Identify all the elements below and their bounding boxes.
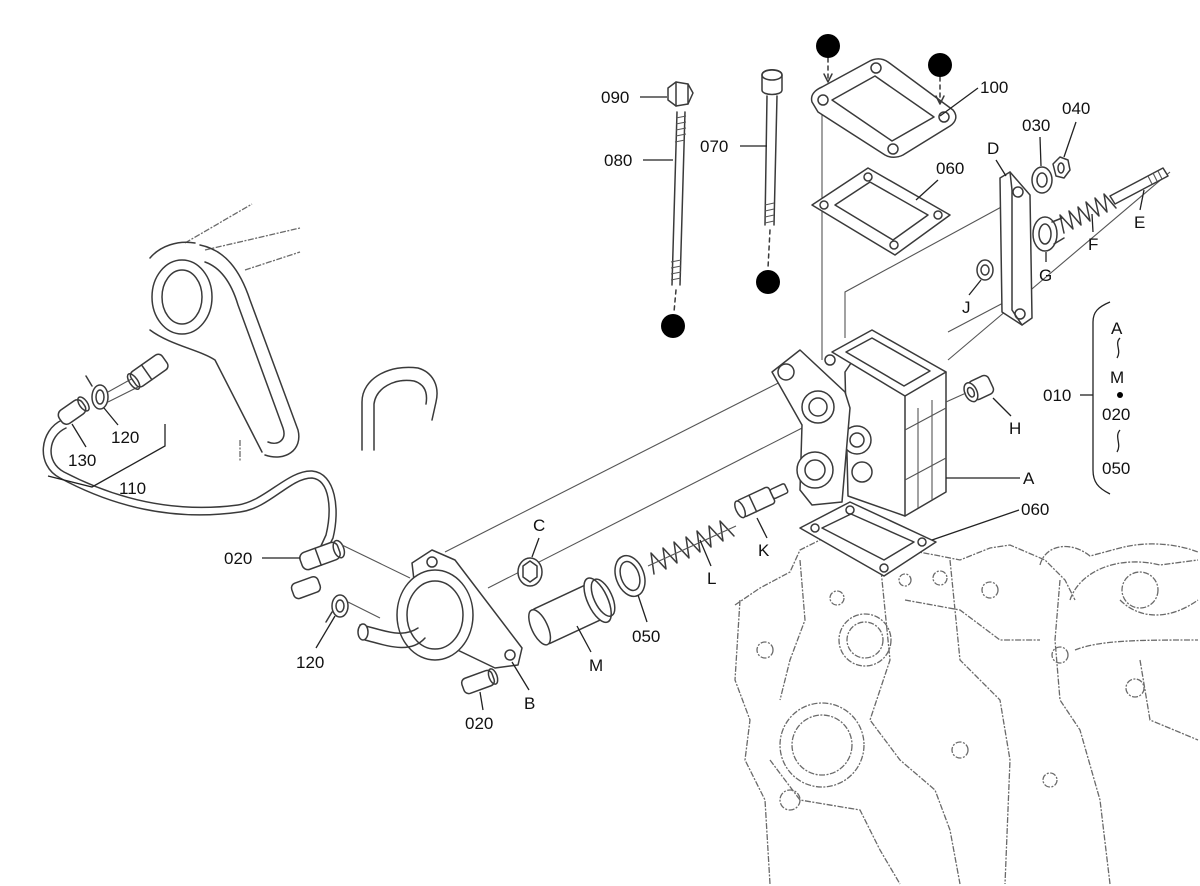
callout-j: J [962, 298, 971, 317]
kit-range-start-a: A [1111, 319, 1123, 338]
gasket-060-bottom [799, 501, 937, 577]
reference-dot [661, 314, 685, 338]
thermostat-cover-b [357, 549, 523, 669]
callout-l: L [707, 569, 716, 588]
callout-d: D [987, 139, 999, 158]
callout-040: 040 [1062, 99, 1090, 118]
nut-040 [1052, 156, 1071, 179]
hose-110 [42, 419, 337, 551]
axis-lines [444, 110, 1171, 589]
fitting-020-left [299, 539, 346, 571]
range-tilde-mark [1116, 429, 1121, 453]
callout-b: B [524, 694, 535, 713]
callout-120-upper: 120 [111, 428, 139, 447]
cover-plate-100 [810, 58, 957, 158]
hose-clamp-120-upper [85, 375, 141, 410]
valve-g [1032, 216, 1065, 252]
nut-090 [667, 81, 694, 107]
nut-c [517, 557, 543, 587]
callout-m: M [589, 656, 603, 675]
callout-e: E [1134, 213, 1145, 232]
hose-clamp-120-lower [325, 594, 381, 623]
callout-120-lower: 120 [296, 653, 324, 672]
callout-k: K [758, 541, 770, 560]
hose-end-130 [57, 396, 90, 425]
bolt-070 [761, 69, 783, 269]
fitting-020-bottom [460, 668, 499, 695]
nut-j [976, 259, 994, 281]
o-ring-050 [614, 554, 646, 598]
range-tilde-mark [1116, 337, 1121, 359]
rod-e [1109, 167, 1169, 205]
housing-a [771, 329, 947, 517]
callout-060-top: 060 [936, 159, 964, 178]
radiator-outlet-pipe [126, 353, 169, 390]
stud-080 [670, 111, 687, 313]
separator-dot [1117, 392, 1123, 398]
connection-line [341, 544, 411, 579]
plug-h [963, 374, 995, 403]
filler-neck [151, 259, 213, 335]
callout-020-bottom: 020 [465, 714, 493, 733]
callout-g: G [1039, 266, 1052, 285]
callout-110: 110 [119, 479, 146, 498]
callout-030: 030 [1022, 116, 1050, 135]
piston-k [734, 483, 789, 519]
fitting-lower-left [290, 576, 322, 600]
callout-020-left: 020 [224, 549, 252, 568]
callout-c: C [533, 516, 545, 535]
callout-h: H [1009, 419, 1021, 438]
callout-a: A [1023, 469, 1035, 488]
callout-050: 050 [632, 627, 660, 646]
callout-070: 070 [700, 137, 728, 156]
leader-lines [47, 87, 1145, 711]
engine-block-outline [734, 529, 1199, 885]
thermostat-m [528, 577, 616, 646]
callout-060-bottom: 060 [1021, 500, 1049, 519]
arch-shape [361, 366, 438, 451]
kit-range-end-m: M [1110, 368, 1124, 387]
bracket-d [999, 171, 1033, 326]
kit-bracket-010 [1092, 301, 1123, 495]
kit-range-end-050: 050 [1102, 459, 1130, 478]
gasket-060-top [811, 167, 951, 256]
spring-l [647, 520, 737, 575]
spring-f [1059, 193, 1117, 234]
reference-dot [928, 53, 952, 77]
washer-030 [1031, 166, 1053, 194]
radiator-outline [149, 203, 438, 462]
callout-labels: 090 080 070 100 030 040 D 060 E F G J H … [68, 78, 1145, 733]
engine-bore [779, 702, 865, 788]
housing-top-face [831, 329, 947, 397]
callout-090: 090 [601, 88, 629, 107]
engine-port [838, 613, 892, 667]
callout-010: 010 [1043, 386, 1071, 405]
callout-080: 080 [604, 151, 632, 170]
reference-dot [756, 270, 780, 294]
kit-range-start-020: 020 [1102, 405, 1130, 424]
callout-f: F [1088, 235, 1098, 254]
reference-dot [816, 34, 840, 58]
callout-130: 130 [68, 451, 96, 470]
callout-100: 100 [980, 78, 1008, 97]
